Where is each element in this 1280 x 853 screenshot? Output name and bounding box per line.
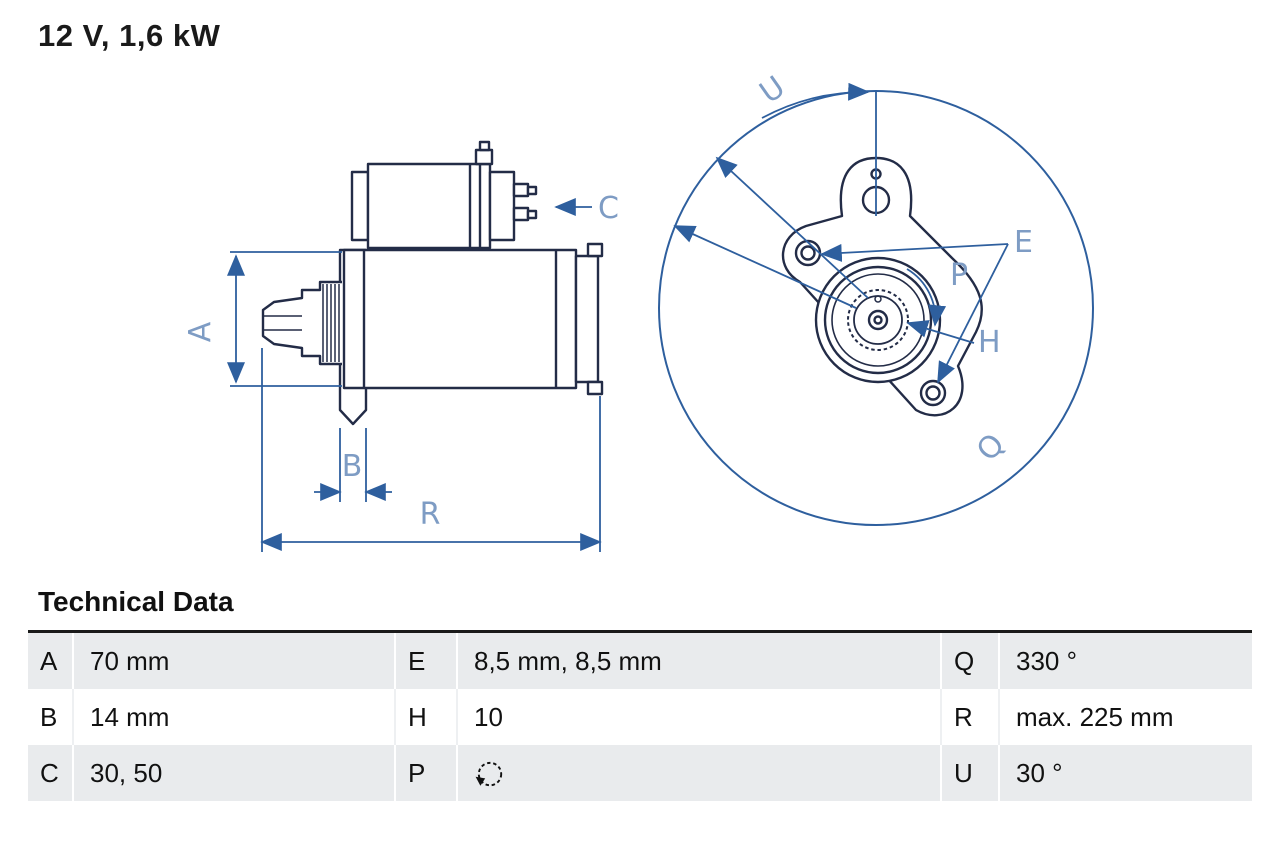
spec-value-rotation [456, 745, 940, 801]
label-U: U [754, 70, 792, 111]
solenoid-top-connector [474, 148, 494, 166]
side-view-dimensions [227, 198, 602, 552]
spec-key: U [940, 745, 998, 801]
technical-data-heading: Technical Data [38, 586, 234, 617]
label-B: B [342, 449, 363, 484]
spec-value: 14 mm [72, 689, 394, 745]
mounting-hole-upper [794, 239, 822, 267]
angle-arc-U [761, 82, 870, 119]
bearing-boss [814, 256, 942, 384]
technical-drawing: A B C R U E P H Q [183, 70, 1094, 552]
angle-leg-2 [673, 225, 857, 309]
table-row: A 70 mm E 8,5 mm, 8,5 mm Q 330 ° [28, 633, 1252, 689]
label-P: P [950, 258, 968, 293]
product-spec-title: 12 V, 1,6 kW [38, 18, 221, 53]
spec-key: E [394, 633, 456, 689]
spec-key: H [394, 689, 456, 745]
table-row: B 14 mm H 10 R max. 225 mm [28, 689, 1252, 745]
front-view-dimensions [673, 82, 1009, 384]
spec-key: B [40, 701, 58, 732]
spec-value: 30 ° [998, 745, 1252, 801]
spec-value: 30, 50 [72, 745, 394, 801]
spec-key: C [40, 757, 59, 788]
spec-value: max. 225 mm [998, 689, 1252, 745]
label-Q: Q [970, 427, 1012, 468]
angle-leg-1 [715, 156, 869, 299]
pinion-gear-ring [847, 289, 909, 351]
front-view-flange [781, 156, 983, 417]
solenoid-body [366, 162, 492, 250]
terminal-stud [512, 182, 530, 198]
side-view-motor [261, 140, 604, 426]
spec-value: 330 ° [998, 633, 1252, 689]
technical-data-table: A 70 mm E 8,5 mm, 8,5 mm Q 330 ° B 14 mm… [28, 630, 1252, 801]
terminal-stud [512, 206, 530, 222]
rotation-arrow-P [906, 268, 947, 327]
label-R: R [420, 497, 441, 532]
shaft-hole [867, 309, 889, 331]
motor-body [342, 248, 578, 390]
mounting-hole-lower [919, 379, 947, 407]
spec-key: P [394, 745, 456, 801]
solenoid-left-cap [350, 170, 370, 242]
leader-H [906, 320, 975, 344]
leader-E-lower [937, 243, 1009, 384]
rear-bracket [574, 254, 600, 384]
spec-value: 8,5 mm, 8,5 mm [456, 633, 940, 689]
leader-E-upper [820, 243, 1009, 262]
table-row: C 30, 50 P U 30 ° [28, 745, 1252, 801]
spec-value: 70 mm [72, 633, 394, 689]
technical-data-section: Technical Data A 70 mm E 8,5 mm, 8,5 mm … [28, 586, 1252, 801]
pinion-teeth [263, 284, 340, 362]
solenoid-end-cap [488, 170, 516, 242]
label-C: C [598, 191, 619, 226]
spec-key: R [940, 689, 998, 745]
drive-nose [261, 280, 342, 366]
spec-key: A [40, 645, 58, 676]
spec-key: Q [940, 633, 998, 689]
spec-value: 10 [456, 689, 940, 745]
counterclockwise-rotation-icon [475, 761, 503, 787]
label-E: E [1014, 225, 1033, 260]
label-H: H [978, 325, 1001, 360]
label-A: A [183, 321, 218, 342]
